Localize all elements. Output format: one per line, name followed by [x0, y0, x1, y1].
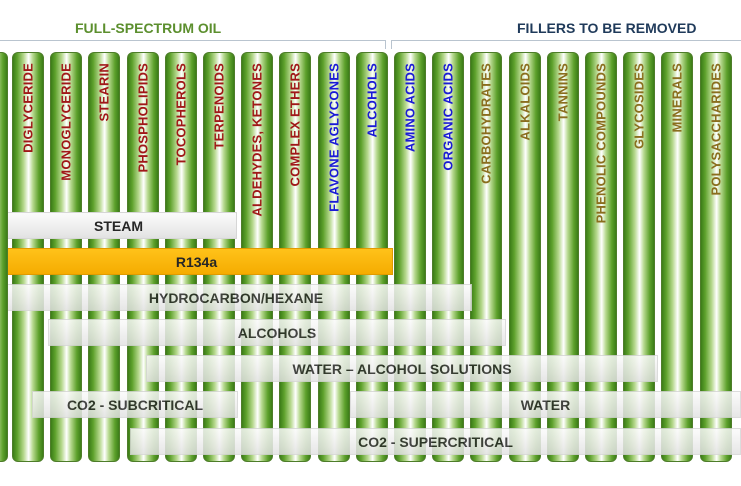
- solvent-bar-steam: STEAM: [0, 212, 237, 239]
- compound-label: MONOGLYCERIDE: [58, 63, 74, 181]
- compound-label: FLAVONE AGLYCONES: [326, 63, 342, 212]
- compound-label: TOCOPHEROLS: [173, 63, 189, 166]
- compound-label: STEARIN: [96, 63, 112, 122]
- compound-label: TERPENOIDS: [211, 63, 227, 150]
- compound-label: DIGLYCERIDE: [20, 63, 36, 153]
- solvent-bar-alcohols: ALCOHOLS: [48, 319, 506, 346]
- compound-label: POLYSACCHARIDES: [708, 63, 724, 196]
- compound-label: ALCOHOLS: [364, 63, 380, 138]
- solvent-bar-hydrocarbon-hexane: HYDROCARBON/HEXANE: [0, 284, 472, 311]
- compound-label: CARBOHYDRATES: [478, 63, 494, 184]
- fillers-bracket: [391, 40, 741, 49]
- solvent-bar-water: WATER: [350, 391, 741, 418]
- compound-label: MINERALS: [669, 63, 685, 133]
- solvent-bar-co2-subcritical: CO2 - SUBCRITICAL: [32, 391, 238, 418]
- compound-label: AMINO ACIDS: [402, 63, 418, 153]
- compound-label: PHOSPHOLIPIDS: [135, 63, 151, 173]
- compound-label: GLYCOSIDES: [631, 63, 647, 150]
- compound-label: TANNINS: [555, 63, 571, 122]
- full-spectrum-oil-bracket: [0, 40, 386, 49]
- fillers-to-be-removed-header: FILLERS TO BE REMOVED: [517, 20, 697, 36]
- compound-label: ALDEHYDES, KETONES: [249, 63, 265, 217]
- compound-label: COMPLEX ETHERS: [287, 63, 303, 187]
- solvent-bar-water-alcohol-solutions: WATER – ALCOHOL SOLUTIONS: [146, 355, 658, 382]
- solvent-bar-co2-supercritical: CO2 - SUPERCRITICAL: [130, 428, 741, 455]
- solvent-bar-r134a: R134a: [0, 248, 393, 275]
- compound-label: ORGANIC ACIDS: [440, 63, 456, 171]
- full-spectrum-oil-header: FULL-SPECTRUM OIL: [75, 20, 222, 36]
- compound-label: PHENOLIC COMPOUNDS: [593, 63, 609, 224]
- compound-label: ALKALOIDS: [517, 63, 533, 141]
- partial-column-left-edge: [0, 52, 8, 462]
